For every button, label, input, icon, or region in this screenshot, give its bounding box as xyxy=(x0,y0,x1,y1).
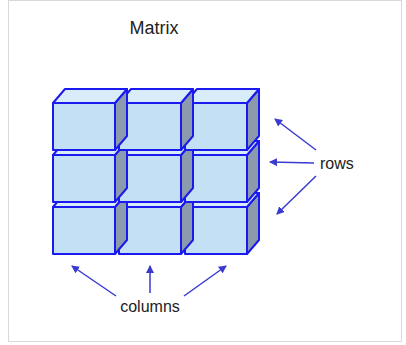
cube-grid xyxy=(53,89,259,254)
frame xyxy=(9,1,402,342)
diagram-title: Matrix xyxy=(130,18,179,40)
column-label: columns xyxy=(120,297,180,316)
row-label: rows xyxy=(320,154,354,173)
leader-arrows xyxy=(72,119,316,296)
